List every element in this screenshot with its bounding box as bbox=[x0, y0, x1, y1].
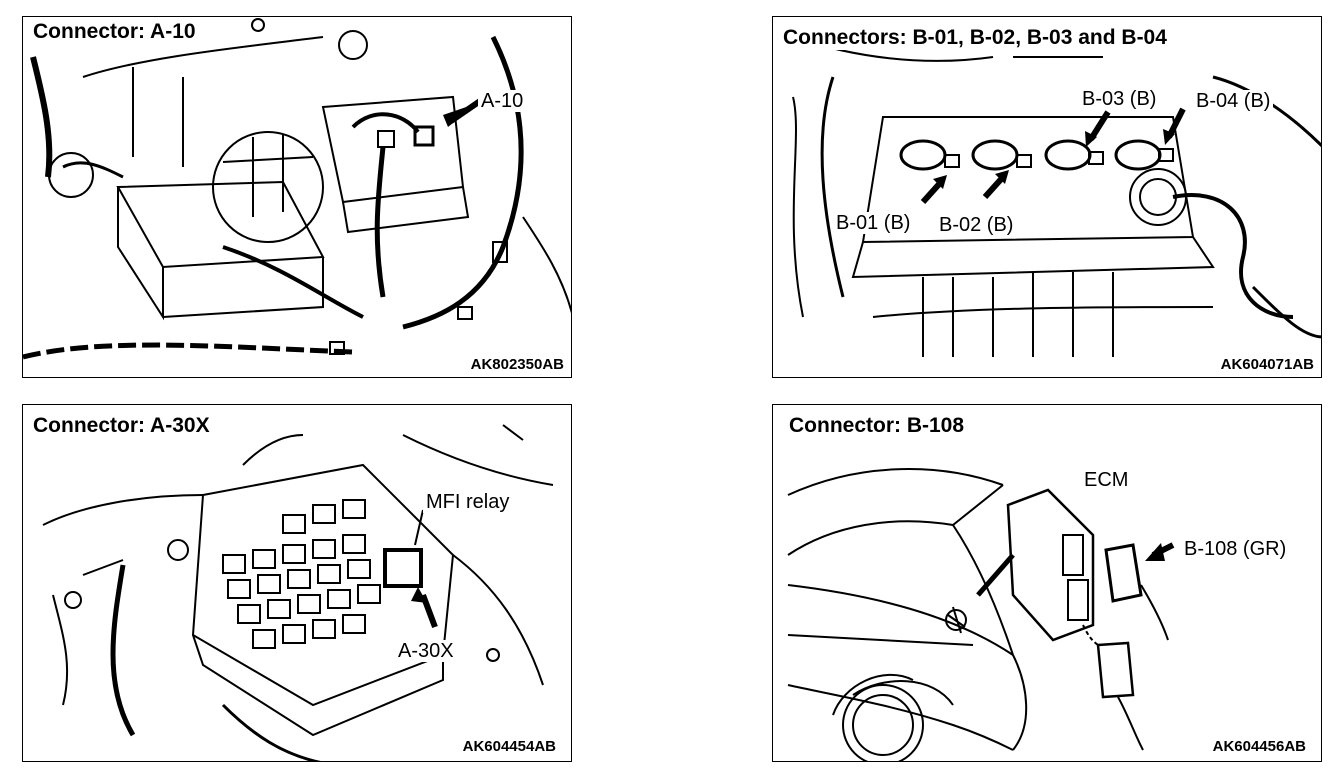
callout-mfi-relay: MFI relay bbox=[423, 491, 513, 513]
callout-b108: B-108 (GR) bbox=[1181, 538, 1290, 560]
relay-box-drawing-a30x bbox=[42, 424, 554, 761]
panel-connector-b108: Connector: B-108 ECM B-108 (GR) AK604456… bbox=[772, 404, 1322, 762]
vehicle-ecm-drawing-b108 bbox=[787, 467, 1175, 761]
panel-title: Connector: B-108 bbox=[785, 414, 969, 438]
panel-title: Connector: A-10 bbox=[29, 20, 200, 44]
figure-code: AK604454AB bbox=[459, 738, 559, 756]
callout-b03: B-03 (B) bbox=[1079, 88, 1160, 110]
panel-connectors-b01-b04: Connectors: B-01, B-02, B-03 and B-04 B-… bbox=[772, 16, 1322, 378]
callout-b02: B-02 (B) bbox=[936, 214, 1017, 236]
panel-title: Connectors: B-01, B-02, B-03 and B-04 bbox=[779, 26, 1171, 50]
callout-b01: B-01 (B) bbox=[833, 212, 914, 234]
engine-bay-drawing-a10 bbox=[23, 18, 571, 360]
panel-connector-a10: Connector: A-10 A-10 AK802350AB bbox=[22, 16, 572, 378]
figure-code: AK802350AB bbox=[467, 356, 567, 374]
callout-b04: B-04 (B) bbox=[1193, 90, 1274, 112]
panel-connector-a30x: Connector: A-30X MFI relay A-30X AK60445… bbox=[22, 404, 572, 762]
panel-title: Connector: A-30X bbox=[29, 414, 214, 438]
callout-a30x: A-30X bbox=[395, 640, 457, 662]
figure-code: AK604071AB bbox=[1217, 356, 1317, 374]
callout-ecm: ECM bbox=[1081, 469, 1132, 491]
engine-top-drawing-b01-b04 bbox=[792, 36, 1321, 357]
callout-a10: A-10 bbox=[478, 90, 527, 112]
figure-code: AK604456AB bbox=[1209, 738, 1309, 756]
